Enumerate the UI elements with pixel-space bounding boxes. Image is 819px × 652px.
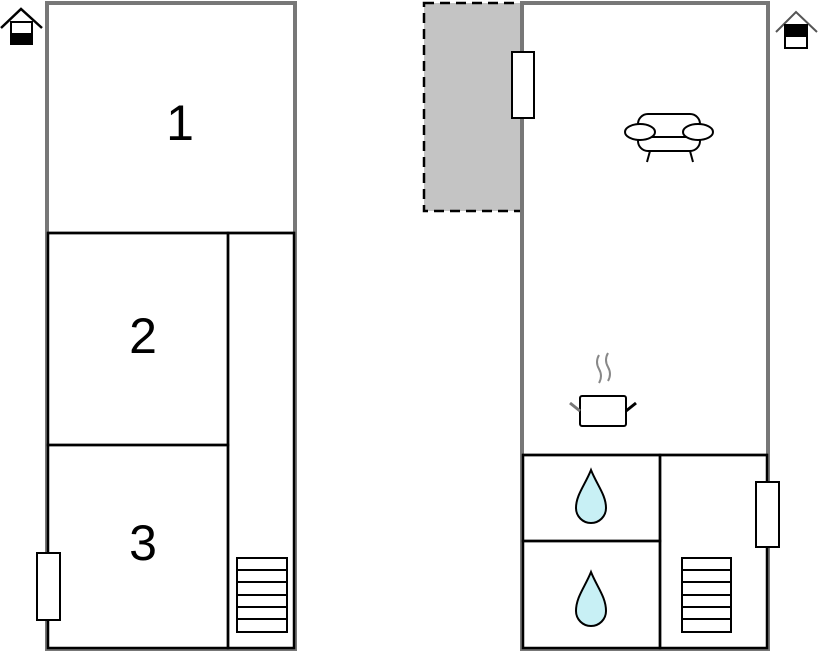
cooking-pot-icon xyxy=(569,352,637,427)
stairs-icon xyxy=(681,557,732,633)
water-drop-icon xyxy=(574,467,608,524)
house-icon-left xyxy=(0,7,43,45)
window xyxy=(36,552,61,621)
room-2-label: 2 xyxy=(129,308,157,364)
window xyxy=(511,51,535,119)
water-drop-icon xyxy=(574,569,608,627)
upper-floor: 1 2 3 xyxy=(36,1,297,651)
stairs-icon xyxy=(236,557,288,633)
house-icon-right xyxy=(775,10,818,49)
window xyxy=(755,481,780,548)
ground-floor xyxy=(422,1,780,651)
terrace xyxy=(422,1,524,213)
sofa-icon xyxy=(624,113,714,163)
hall xyxy=(658,453,769,650)
corridor xyxy=(226,231,296,650)
room-1-label: 1 xyxy=(166,95,194,151)
room-3-label: 3 xyxy=(129,515,157,571)
